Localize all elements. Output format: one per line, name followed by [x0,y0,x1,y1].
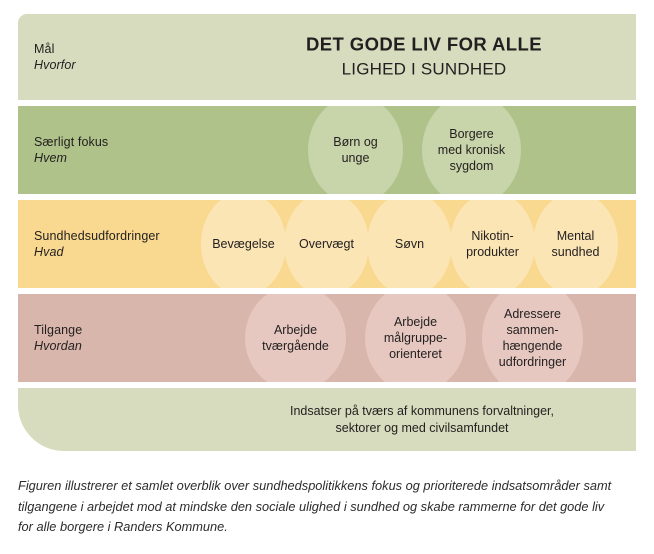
bubble-line: produkter [466,245,519,259]
band-challenges-label-sub: Hvad [34,245,64,259]
bubble-line: Borgere [449,127,494,141]
bubble-arbejde-maalgruppeorienteret: Arbejde målgruppe- orienteret [365,294,466,382]
bubble-line: Søvn [394,237,425,251]
band-focus-label-sub: Hvem [34,151,68,165]
band-challenges-label: Sundhedsudfordringer Hvad [34,228,160,260]
bubble-line: sundhed [551,245,600,259]
bubble-line: sygdom [449,159,494,173]
band-goal: Mål Hvorfor DET GODE LIV FOR ALLE LIGHED… [18,14,636,100]
bubble-boern-og-unge: Børn og unge [308,106,403,194]
goal-heading-group: DET GODE LIV FOR ALLE LIGHED I SUNDHED [218,33,630,82]
bubble-line: Mental [556,229,595,243]
band-approaches: Tilgange Hvordan Arbejde tværgående Arbe… [18,294,636,382]
band-approaches-label-sub: Hvordan [34,339,82,353]
band-challenges-label-main: Sundhedsudfordringer [34,229,160,243]
bubble-line: Arbejde [393,315,438,329]
health-policy-figure: Mål Hvorfor DET GODE LIV FOR ALLE LIGHED… [18,14,636,451]
bubble-bevaegelse: Bevægelse [201,200,286,288]
bubble-line: hængende [502,339,563,353]
bubble-line: orienteret [389,347,442,361]
bubble-nikotinprodukter: Nikotin- produkter [450,200,535,288]
bubble-adressere-sammenhaengende-udfordringer: Adressere sammen- hængende udfordringer [482,294,583,382]
bubble-mental-sundhed: Mental sundhed [533,200,618,288]
caption-line-3: for alle borgere i Randers Kommune. [18,519,228,534]
bubble-line: Nikotin- [471,229,514,243]
band-goal-label-sub: Hvorfor [34,58,76,72]
bubble-borgere-med-kronisk-sygdom: Borgere med kronisk sygdom [422,106,521,194]
bubble-overvaegt: Overvægt [284,200,369,288]
bubble-arbejde-tvaergaaende: Arbejde tværgående [245,294,346,382]
bubble-line: Adressere [504,307,561,321]
band-goal-label: Mål Hvorfor [34,41,76,73]
bubble-line: tværgående [262,339,329,353]
band-focus: Særligt fokus Hvem Børn og unge Borgere … [18,106,636,194]
band-focus-label: Særligt fokus Hvem [34,134,108,166]
bubble-line: sammen- [506,323,559,337]
bubble-soevn: Søvn [367,200,452,288]
band-challenges: Sundhedsudfordringer Hvad Bevægelse Over… [18,200,636,288]
goal-subtitle: LIGHED I SUNDHED [341,59,507,79]
caption-line-1: Figuren illustrerer et samlet overblik o… [18,478,612,493]
caption-line-2: tilgangene i arbejdet mod at mindske den… [18,498,605,514]
bubble-line: Overvægt [299,237,354,251]
bubble-line: Børn og [333,135,378,149]
bubble-line: Arbejde [273,323,318,337]
bubble-line: unge [341,151,370,165]
band-focus-label-main: Særligt fokus [34,135,109,149]
footer-statement: Indsatser på tværs af kommunens forvaltn… [218,403,626,437]
bubble-line: målgruppe- [383,331,448,345]
band-footer: Indsatser på tværs af kommunens forvaltn… [18,388,636,451]
band-approaches-label-main: Tilgange [34,323,83,337]
bubble-line: Bevægelse [212,237,275,251]
band-goal-label-main: Mål [34,42,55,56]
bubble-line: med kronisk [437,143,506,157]
figure-caption: Figuren illustrerer et samlet overblik o… [18,476,632,538]
footer-line-2: sektorer og med civilsamfundet [335,420,509,435]
goal-title: DET GODE LIV FOR ALLE [306,33,542,55]
footer-line-1: Indsatser på tværs af kommunens forvaltn… [289,403,554,418]
bubble-line: udfordringer [498,355,567,369]
band-approaches-label: Tilgange Hvordan [34,322,82,354]
